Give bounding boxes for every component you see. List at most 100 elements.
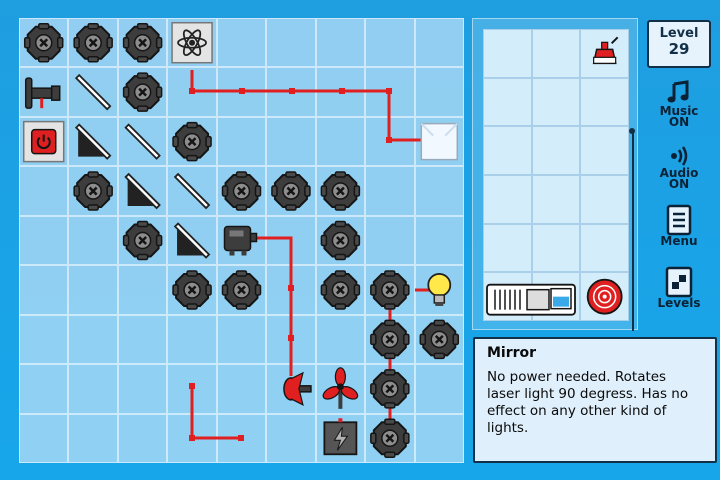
board-cell[interactable]	[117, 166, 168, 216]
board-cell[interactable]	[216, 364, 267, 414]
inventory-slot[interactable]	[531, 29, 581, 78]
inventory-slot[interactable]	[580, 223, 629, 273]
board-cell[interactable]	[266, 314, 316, 365]
board-cell[interactable]	[167, 314, 217, 365]
board-cell[interactable]	[365, 166, 415, 216]
board-cell[interactable]	[117, 314, 168, 365]
board-cell[interactable]	[68, 18, 118, 68]
board-cell[interactable]	[315, 18, 366, 68]
inventory-slot[interactable]	[531, 126, 581, 175]
board-cell[interactable]	[19, 215, 69, 266]
board-cell[interactable]	[365, 116, 415, 167]
music-button[interactable]: Music ON	[647, 80, 711, 128]
board-cell[interactable]	[266, 116, 316, 167]
inventory-items[interactable]	[483, 29, 629, 321]
inventory-slot[interactable]	[483, 77, 532, 127]
board-cell[interactable]	[167, 265, 217, 315]
board-cell[interactable]	[216, 215, 267, 266]
board-cell[interactable]	[315, 67, 366, 117]
board-cell[interactable]	[167, 67, 217, 117]
board-cell[interactable]	[365, 265, 415, 315]
board-cell[interactable]	[216, 116, 267, 167]
board-cell[interactable]	[19, 166, 69, 216]
board-cell[interactable]	[19, 116, 69, 167]
board-cell[interactable]	[117, 265, 168, 315]
board-cell[interactable]	[167, 413, 217, 463]
board-cell[interactable]	[414, 18, 464, 68]
board-cell[interactable]	[414, 364, 464, 414]
inventory-kettle[interactable]	[592, 36, 619, 65]
board-cell[interactable]	[19, 67, 69, 117]
board-cell[interactable]	[117, 67, 168, 117]
board-cell[interactable]	[117, 116, 168, 167]
board-cell[interactable]	[266, 265, 316, 315]
board-cell[interactable]	[216, 67, 267, 117]
board-cell[interactable]	[19, 18, 69, 68]
inventory-machine[interactable]	[486, 283, 576, 316]
levels-button[interactable]: Levels	[647, 266, 711, 309]
board-cell[interactable]	[167, 215, 217, 266]
inventory-slot[interactable]	[531, 77, 581, 127]
board-cell[interactable]	[167, 364, 217, 414]
board-cell[interactable]	[315, 166, 366, 216]
board-cell[interactable]	[216, 314, 267, 365]
board-cell[interactable]	[68, 166, 118, 216]
board-cell[interactable]	[216, 166, 267, 216]
board-cell[interactable]	[68, 116, 118, 167]
inventory-fire-alarm[interactable]	[586, 278, 623, 315]
inventory-slot[interactable]	[580, 77, 629, 127]
board-cell[interactable]	[117, 215, 168, 266]
board-cell[interactable]	[266, 215, 316, 266]
board-cell[interactable]	[414, 413, 464, 463]
board-cell[interactable]	[68, 215, 118, 266]
inventory-slot[interactable]	[483, 126, 532, 175]
board-cell[interactable]	[68, 314, 118, 365]
board-cell[interactable]	[167, 166, 217, 216]
board-cell[interactable]	[216, 265, 267, 315]
board-cell[interactable]	[315, 116, 366, 167]
board-cell[interactable]	[365, 18, 415, 68]
board-cell[interactable]	[266, 166, 316, 216]
board-cell[interactable]	[19, 314, 69, 365]
board-cell[interactable]	[266, 67, 316, 117]
board-cell[interactable]	[414, 314, 464, 365]
board-cell[interactable]	[365, 413, 415, 463]
board-cell[interactable]	[414, 215, 464, 266]
board-cell[interactable]	[414, 116, 464, 167]
inventory-slot[interactable]	[483, 174, 532, 224]
board-cell[interactable]	[414, 67, 464, 117]
board-cell[interactable]	[365, 314, 415, 365]
board-cell[interactable]	[315, 314, 366, 365]
board-cell[interactable]	[315, 413, 366, 463]
board-cell[interactable]	[414, 166, 464, 216]
board-cell[interactable]	[216, 18, 267, 68]
inventory-slot[interactable]	[531, 223, 581, 273]
board-cell[interactable]	[19, 413, 69, 463]
board-cell[interactable]	[19, 265, 69, 315]
board-cell[interactable]	[117, 413, 168, 463]
board-cell[interactable]	[365, 215, 415, 266]
board-cell[interactable]	[117, 18, 168, 68]
board-cell[interactable]	[68, 413, 118, 463]
board-cell[interactable]	[266, 364, 316, 414]
inventory-slot[interactable]	[580, 174, 629, 224]
board-cell[interactable]	[315, 364, 366, 414]
board-cell[interactable]	[365, 67, 415, 117]
board-cell[interactable]	[414, 265, 464, 315]
inventory-slot[interactable]	[531, 174, 581, 224]
inventory-slot[interactable]	[483, 223, 532, 273]
board-cell[interactable]	[167, 18, 217, 68]
inventory-slot[interactable]	[580, 126, 629, 175]
board-cell[interactable]	[216, 413, 267, 463]
game-board[interactable]	[19, 18, 464, 463]
board-cell[interactable]	[266, 18, 316, 68]
board-cell[interactable]	[68, 67, 118, 117]
inventory-slot[interactable]	[483, 29, 532, 78]
audio-button[interactable]: Audio ON	[647, 144, 711, 190]
board-cell[interactable]	[68, 364, 118, 414]
board-cell[interactable]	[365, 364, 415, 414]
menu-button[interactable]: Menu	[647, 204, 711, 247]
board-cell[interactable]	[315, 265, 366, 315]
board-cell[interactable]	[315, 215, 366, 266]
board-cell[interactable]	[167, 116, 217, 167]
